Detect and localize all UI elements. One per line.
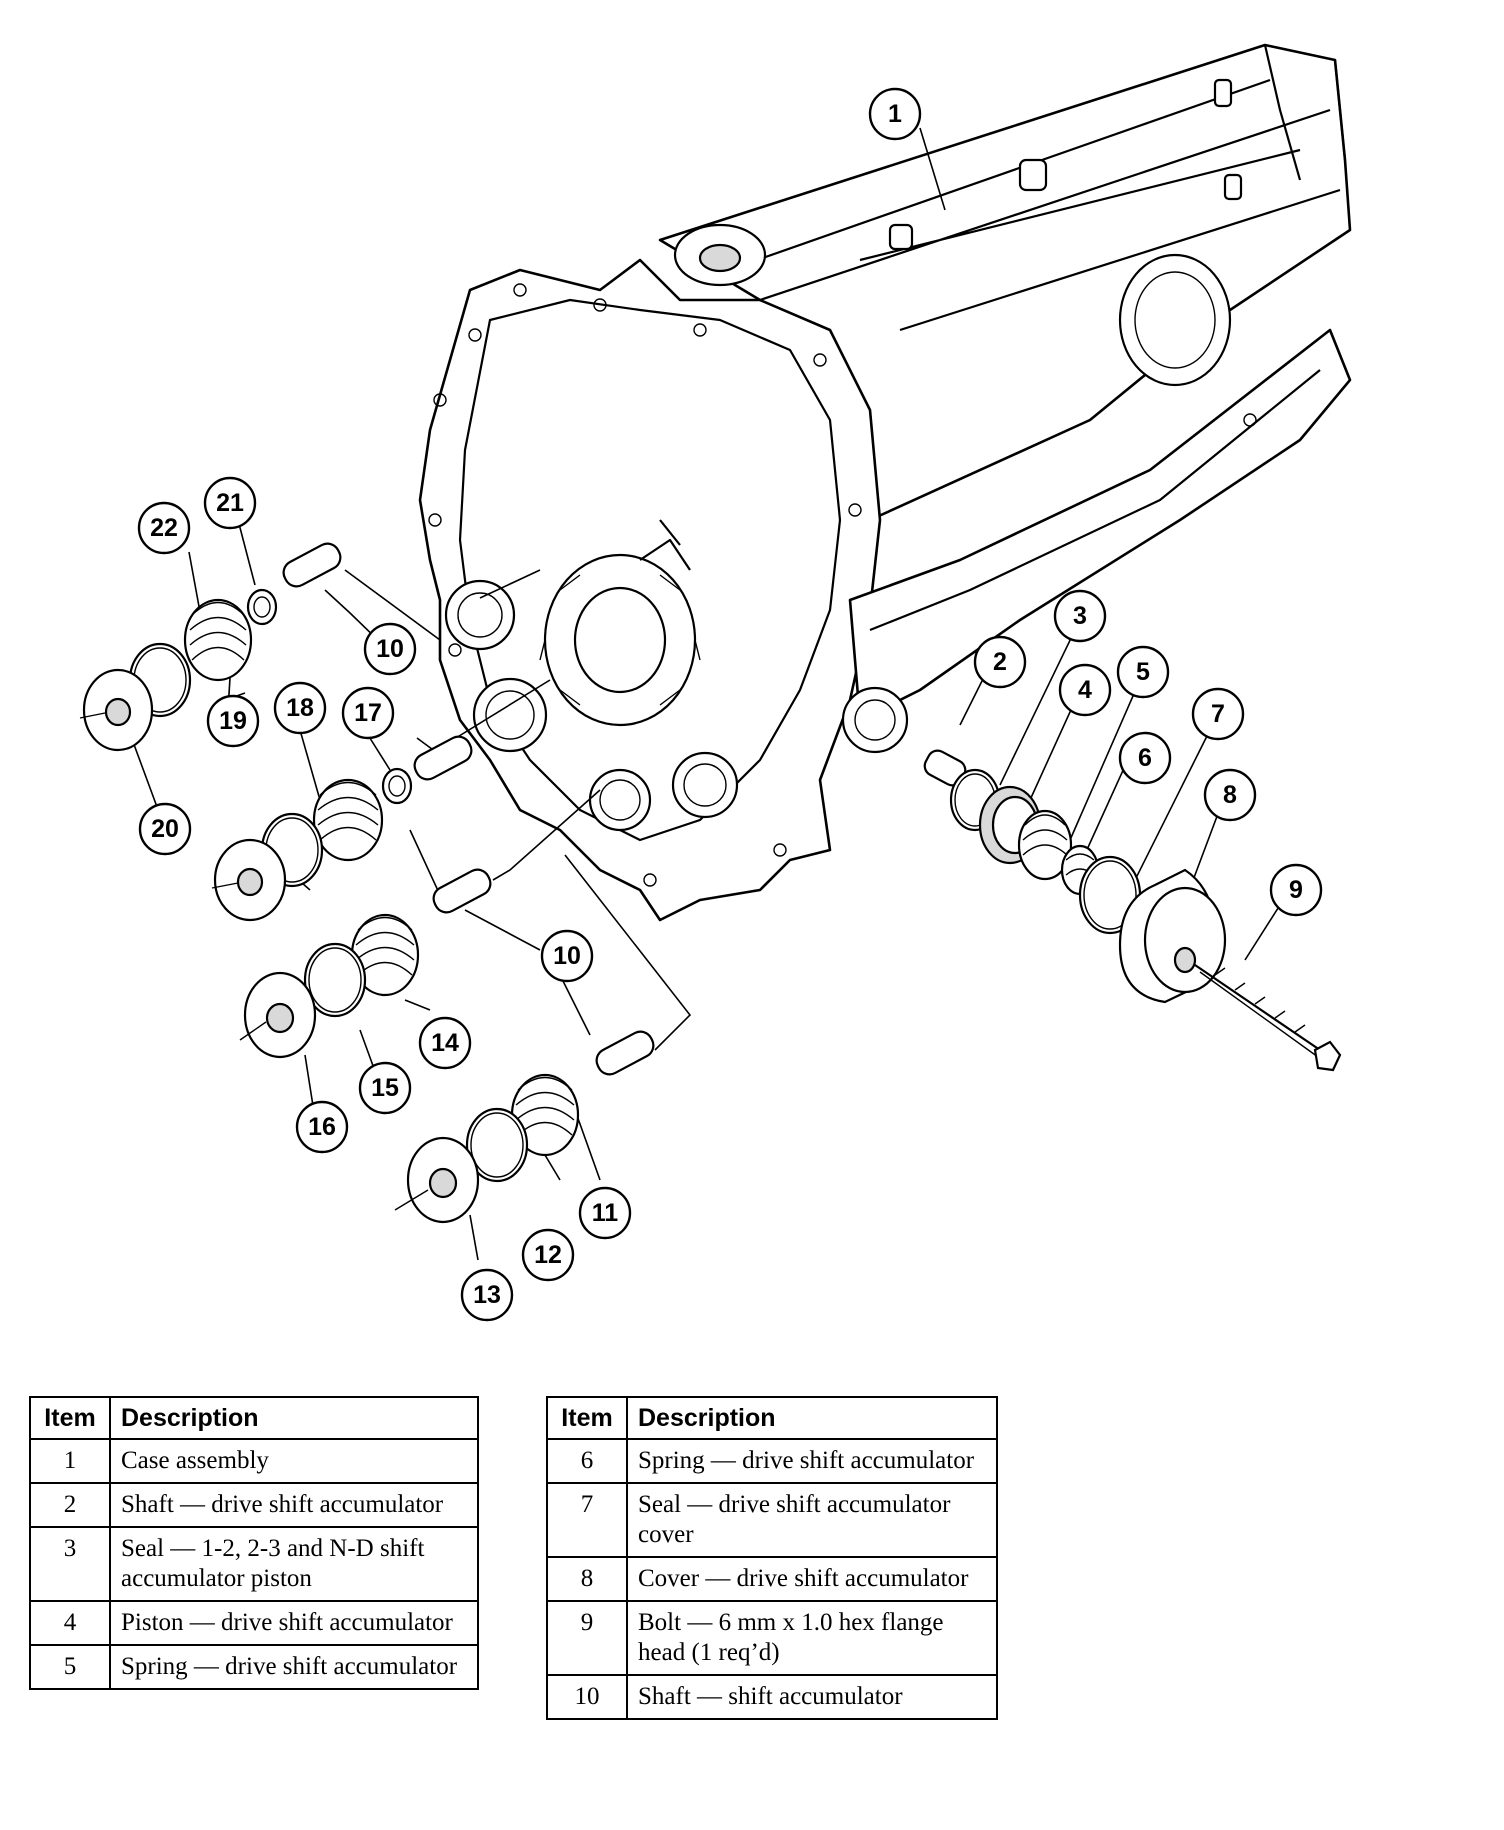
callout-17: 17 [341, 686, 395, 740]
callout-label: 21 [216, 489, 244, 517]
callout-label: 19 [219, 707, 247, 735]
callout-label: 3 [1073, 602, 1087, 630]
callout-label: 4 [1078, 676, 1092, 704]
callout-9: 9 [1269, 863, 1323, 917]
callout-label: 10 [376, 635, 404, 663]
callout-22: 22 [137, 501, 191, 555]
item-description: Seal — drive shift accumulator cover [626, 1482, 998, 1558]
item-description: Shaft — shift accumulator [626, 1674, 998, 1720]
callout-18: 18 [273, 681, 327, 735]
item-number: 5 [29, 1644, 111, 1690]
callout-label: 1 [888, 100, 902, 128]
callout-label: 14 [431, 1029, 459, 1057]
callout-label: 17 [354, 699, 382, 727]
accumulator-group-upper [79, 542, 342, 752]
callout-14: 14 [418, 1016, 472, 1070]
callout-11: 11 [578, 1186, 632, 1240]
item-description: Piston — drive shift accumulator [109, 1600, 479, 1646]
column-header-item: Item [29, 1396, 111, 1440]
item-number: 9 [546, 1600, 628, 1676]
callout-label: 15 [371, 1074, 399, 1102]
table-row: 1 Case assembly [29, 1438, 479, 1484]
callout-15: 15 [358, 1061, 412, 1115]
callout-8: 8 [1203, 768, 1257, 822]
parts-table-left: Item Description 1 Case assembly 2 Shaft… [29, 1396, 479, 1690]
callout-4: 4 [1058, 663, 1112, 717]
item-number: 7 [546, 1482, 628, 1558]
table-row: 4 Piston — drive shift accumulator [29, 1600, 479, 1646]
callout-1: 1 [868, 87, 922, 141]
item-number: 4 [29, 1600, 111, 1646]
item-description: Bolt — 6 mm x 1.0 hex flange head (1 req… [626, 1600, 998, 1676]
transmission-case [418, 43, 1352, 922]
column-header-description: Description [109, 1396, 479, 1440]
table-row: 6 Spring — drive shift accumulator [546, 1438, 998, 1484]
callout-10-a: 10 [363, 622, 417, 676]
table-row: 7 Seal — drive shift accumulator cover [546, 1482, 998, 1558]
callout-label: 11 [592, 1199, 619, 1227]
callout-19: 19 [206, 694, 260, 748]
callout-21: 21 [203, 476, 257, 530]
table-row: 5 Spring — drive shift accumulator [29, 1644, 479, 1690]
item-number: 1 [29, 1438, 111, 1484]
callout-13: 13 [460, 1268, 514, 1322]
item-number: 2 [29, 1482, 111, 1528]
callout-label: 10 [553, 942, 581, 970]
item-description: Shaft — drive shift accumulator [109, 1482, 479, 1528]
callout-label: 9 [1289, 876, 1303, 904]
callout-3: 3 [1053, 589, 1107, 643]
accumulator-group-middle [211, 735, 473, 922]
drive-shift-accumulator-group [923, 749, 1342, 1072]
column-header-description: Description [626, 1396, 998, 1440]
table-header-row: Item Description [29, 1396, 479, 1440]
item-number: 8 [546, 1556, 628, 1602]
item-description: Seal — 1-2, 2-3 and N-D shift accumulato… [109, 1526, 479, 1602]
table-header-row: Item Description [546, 1396, 998, 1440]
callout-label: 6 [1138, 744, 1152, 772]
item-description: Spring — drive shift accumulator [109, 1644, 479, 1690]
spring-22 [183, 598, 253, 682]
callout-label: 13 [473, 1281, 501, 1309]
callout-6: 6 [1118, 731, 1172, 785]
exploded-view-diagram: 1 2 3 4 5 6 7 8 9 10 10 11 12 13 14 15 1… [79, 43, 1352, 1322]
accumulator-group-lower [239, 868, 492, 1059]
table-row: 2 Shaft — drive shift accumulator [29, 1482, 479, 1528]
callout-5: 5 [1116, 645, 1170, 699]
callout-label: 8 [1223, 781, 1237, 809]
table-row: 10 Shaft — shift accumulator [546, 1674, 998, 1720]
table-row: 3 Seal — 1-2, 2-3 and N-D shift accumula… [29, 1526, 479, 1602]
callout-16: 16 [295, 1100, 349, 1154]
item-number: 3 [29, 1526, 111, 1602]
parts-table-right: Item Description 6 Spring — drive shift … [546, 1396, 998, 1720]
callout-20: 20 [138, 802, 192, 856]
table-row: 9 Bolt — 6 mm x 1.0 hex flange head (1 r… [546, 1600, 998, 1676]
callout-label: 5 [1136, 658, 1150, 686]
table-row: 8 Cover — drive shift accumulator [546, 1556, 998, 1602]
item-number: 6 [546, 1438, 628, 1484]
callout-label: 7 [1211, 700, 1225, 728]
accumulator-group-bottom [394, 1030, 655, 1224]
callout-label: 22 [150, 514, 178, 542]
item-number: 10 [546, 1674, 628, 1720]
callout-2: 2 [973, 635, 1027, 689]
item-description: Spring — drive shift accumulator [626, 1438, 998, 1484]
callout-label: 16 [308, 1113, 336, 1141]
callout-7: 7 [1191, 687, 1245, 741]
callout-10-b: 10 [540, 929, 594, 983]
leader-lines [121, 127, 1281, 1261]
callout-12: 12 [521, 1228, 575, 1282]
callout-label: 18 [286, 694, 314, 722]
item-description: Cover — drive shift accumulator [626, 1556, 998, 1602]
item-description: Case assembly [109, 1438, 479, 1484]
callout-label: 12 [534, 1241, 562, 1269]
callout-label: 20 [151, 815, 179, 843]
callout-label: 2 [993, 648, 1007, 676]
column-header-item: Item [546, 1396, 628, 1440]
